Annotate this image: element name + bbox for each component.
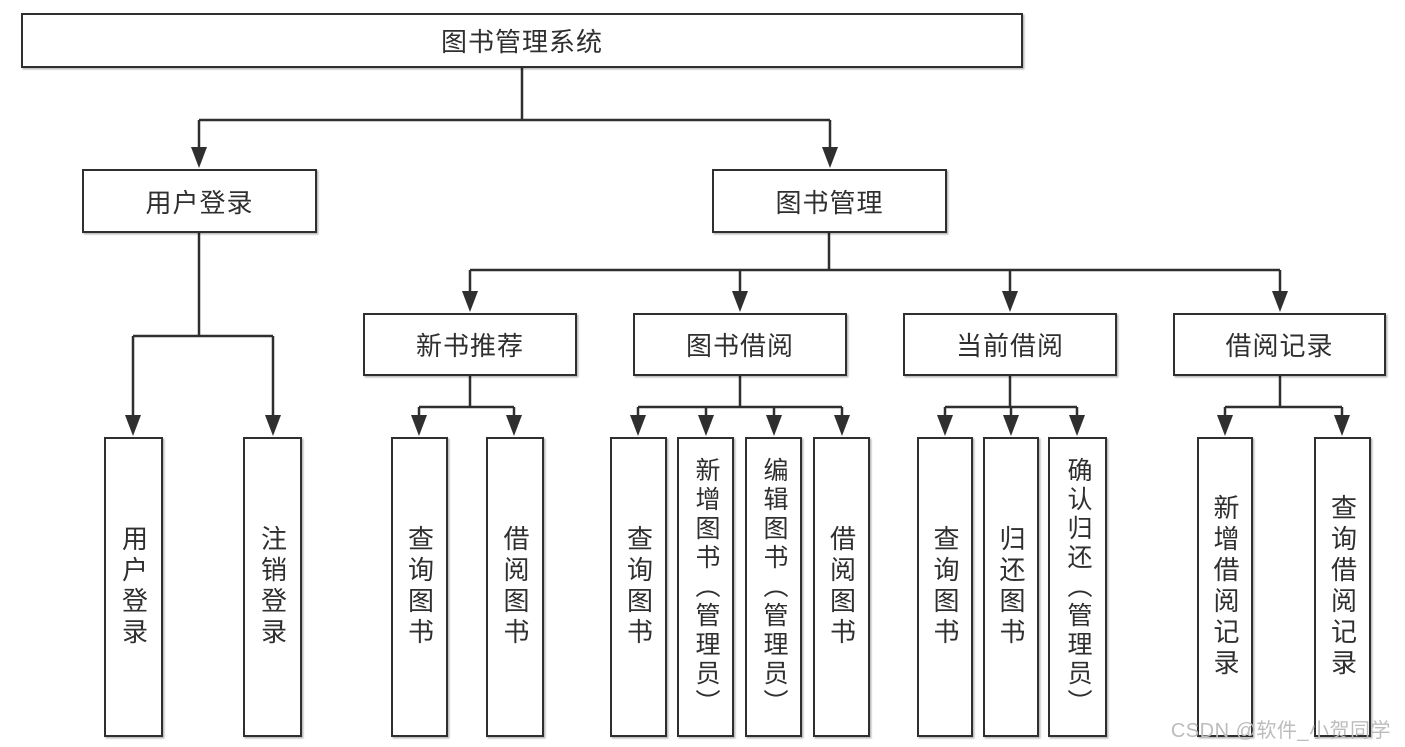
node-book-borrowing: 图书借阅 xyxy=(633,313,847,376)
leaf-query-books-recommend: 查询图书 xyxy=(391,437,448,737)
node-root-library-management-system: 图书管理系统 xyxy=(21,13,1023,68)
leaf-add-books-admin: 新增图书（管理员） xyxy=(677,437,734,737)
node-book-management: 图书管理 xyxy=(712,169,947,233)
leaf-query-borrow-record: 查询借阅记录 xyxy=(1314,437,1371,737)
node-current-borrowing: 当前借阅 xyxy=(903,313,1117,376)
leaf-borrow-books-recommend: 借阅图书 xyxy=(486,437,544,737)
node-new-book-recommend: 新书推荐 xyxy=(363,313,577,376)
leaf-return-books: 归还图书 xyxy=(983,437,1039,737)
leaf-query-books-current: 查询图书 xyxy=(917,437,973,737)
leaf-user-login: 用户登录 xyxy=(104,437,163,737)
node-borrowing-records: 借阅记录 xyxy=(1173,313,1386,376)
leaf-borrow-books-borrowing: 借阅图书 xyxy=(813,437,870,737)
leaf-add-borrow-record: 新增借阅记录 xyxy=(1197,437,1253,737)
leaf-edit-books-admin: 编辑图书（管理员） xyxy=(745,437,802,737)
leaf-logout: 注销登录 xyxy=(243,437,302,737)
leaf-confirm-return-admin: 确认归还（管理员） xyxy=(1048,437,1107,737)
node-user-login: 用户登录 xyxy=(82,169,317,233)
leaf-query-books-borrowing: 查询图书 xyxy=(610,437,667,737)
arrowheads xyxy=(125,147,1350,436)
csdn-watermark: CSDN @软件_小贺同学 xyxy=(1170,720,1391,742)
